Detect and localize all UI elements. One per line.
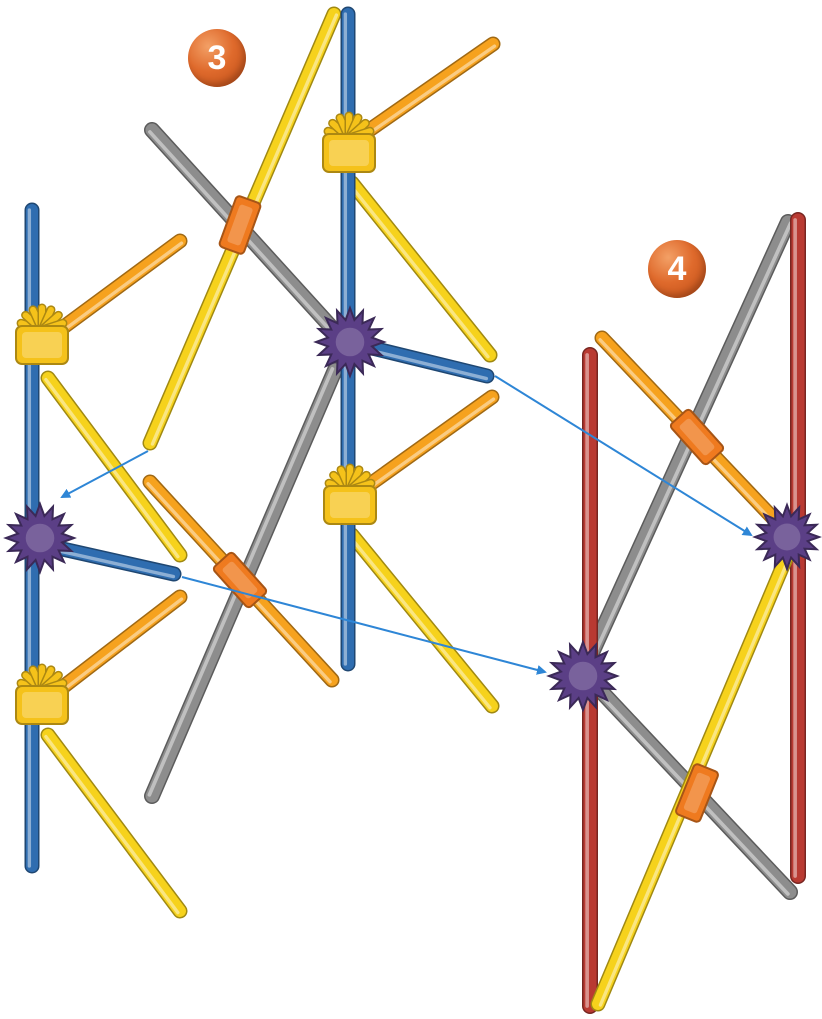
orange-rod (355, 44, 495, 142)
yellow-connector (16, 308, 68, 364)
yellow-connector (323, 116, 375, 172)
yellow-connector (324, 468, 376, 524)
step-number-badge-4: 4 (648, 240, 706, 298)
purple-connector (6, 504, 74, 572)
step-number-badge-3: 3 (188, 29, 246, 87)
orange-rod (46, 597, 182, 702)
purple-connector (316, 308, 384, 376)
orange-rod (355, 397, 494, 497)
purple-connector (549, 642, 617, 710)
blue-rod (359, 345, 487, 379)
yellow-connector (16, 668, 68, 724)
assembly-arrow (182, 577, 545, 672)
blue-rod (57, 548, 174, 577)
purple-connector (755, 505, 819, 569)
yellow-rod (350, 535, 492, 708)
